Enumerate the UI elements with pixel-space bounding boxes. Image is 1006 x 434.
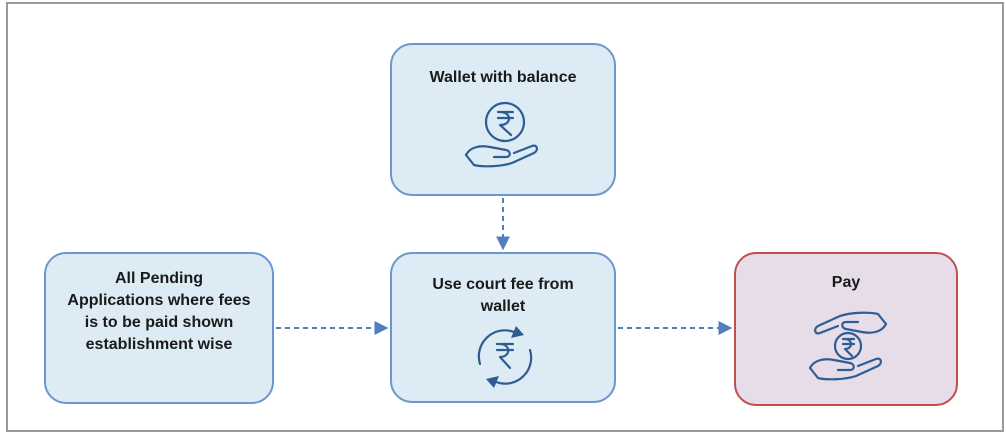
rupee-refresh-icon — [477, 326, 533, 388]
rupee-coin-hand-icon — [464, 101, 538, 168]
rupee-exchange-hands-icon — [808, 311, 888, 381]
node-use-court-fee: Use court fee from wallet — [390, 252, 616, 403]
node-use-court-fee-label: Use court fee from wallet — [432, 276, 574, 315]
node-wallet-with-balance: Wallet with balance — [390, 43, 616, 196]
node-pending-applications: All Pending Applications where fees is t… — [44, 252, 274, 404]
node-pay-label: Pay — [831, 274, 861, 291]
node-pending-label: All Pending Applications where fees is t… — [67, 270, 251, 353]
node-wallet-label: Wallet with balance — [429, 69, 577, 86]
node-pay: Pay — [734, 252, 958, 406]
